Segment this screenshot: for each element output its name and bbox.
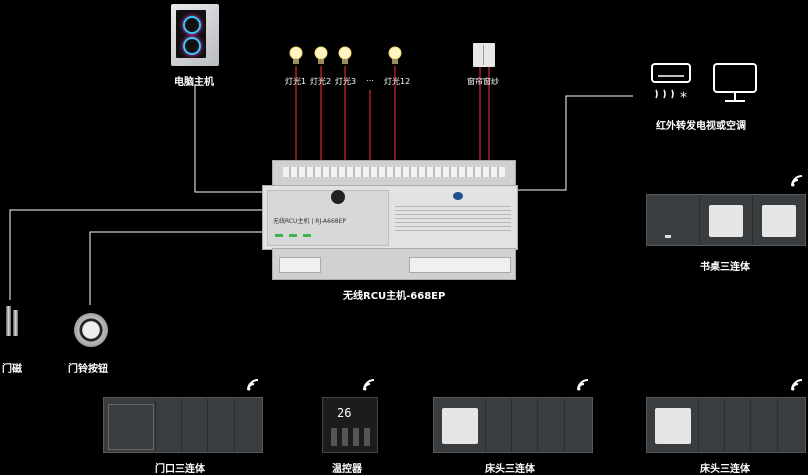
svg-text:*: * [680, 90, 687, 106]
light-bulb-icon [288, 46, 304, 66]
tv-icon [710, 60, 760, 106]
rcu-terminal-top [272, 160, 516, 186]
curtain-switch-icon [473, 43, 495, 67]
rcu-model-text: 无线RCU主机 | RJ-A668EP [273, 218, 347, 225]
light-1-label: 灯光1 [285, 77, 307, 86]
wire-computer [194, 84, 268, 193]
doorbell-button-icon [74, 313, 108, 347]
light-2-label: 灯光2 [310, 77, 332, 86]
wire-doorbell [89, 231, 268, 305]
bed-left-label: 床头三连体 [485, 464, 535, 475]
wire-door-sensor [9, 209, 268, 300]
rcu-terminal-bottom [272, 248, 516, 280]
computer-label: 电脑主机 [174, 77, 214, 88]
ir-label: 红外转发电视或空调 [656, 121, 746, 132]
computer-icon [171, 4, 219, 66]
bed-right-panel[interactable] [646, 397, 806, 453]
door-panel-label: 门口三连体 [155, 464, 205, 475]
doorbell-label: 门铃按钮 [68, 364, 108, 375]
rcu-caption: 无线RCU主机-668EP [343, 291, 446, 302]
air-conditioner-icon: * [648, 60, 696, 106]
door-panel[interactable] [103, 397, 263, 453]
light-bulb-icon [337, 46, 353, 66]
lights-separator: … [366, 74, 374, 83]
light-bulb-icon [313, 46, 329, 66]
light-3-label: 灯光3 [335, 77, 357, 86]
thermostat-label: 温控器 [332, 464, 362, 475]
thermostat-panel[interactable]: 26 [322, 397, 378, 453]
curtain-label: 窗帘窗纱 [467, 77, 499, 86]
rcu-main-unit[interactable]: 无线RCU主机 | RJ-A668EP [262, 185, 518, 250]
door-sensor-label: 门磁 [2, 364, 22, 375]
bed-left-panel[interactable] [433, 397, 593, 453]
thermostat-display: 26 [337, 406, 352, 420]
wire-ir [518, 95, 633, 191]
bed-right-label: 床头三连体 [700, 464, 750, 475]
desk-panel[interactable] [646, 194, 806, 246]
desk-panel-label: 书桌三连体 [700, 262, 750, 273]
light-bulb-icon [387, 46, 403, 66]
light-12-label: 灯光12 [384, 77, 411, 86]
door-sensor-icon [5, 306, 19, 340]
